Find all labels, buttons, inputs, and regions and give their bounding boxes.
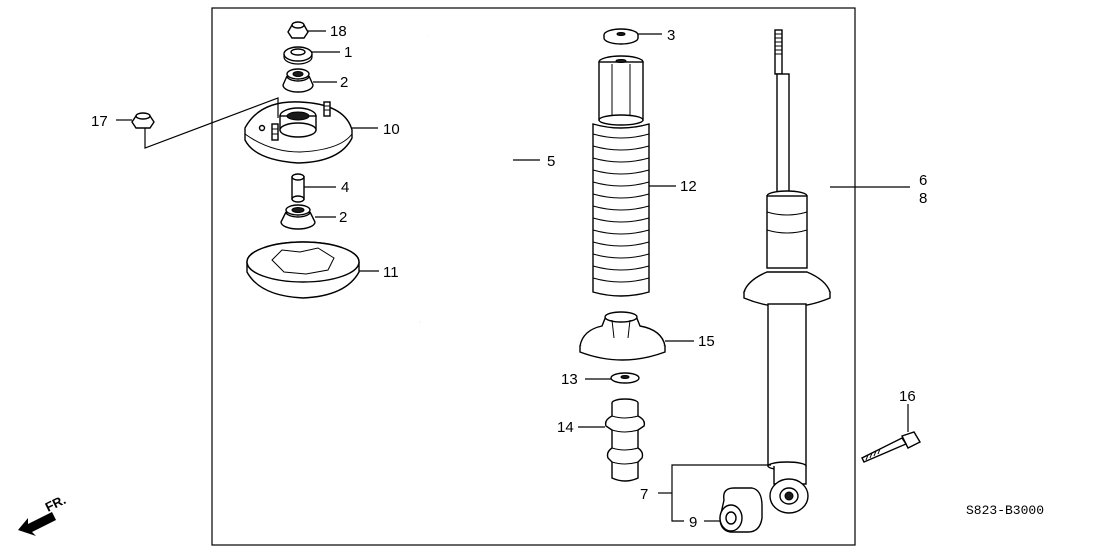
part-3-cap[interactable] [603, 28, 662, 45]
callout-8: 8 [919, 190, 927, 207]
callout-11: 11 [383, 264, 399, 281]
part-2-lower-bushing[interactable] [280, 204, 336, 230]
part-18-nut[interactable] [287, 21, 326, 39]
part-5-coil-spring[interactable] [417, 29, 540, 328]
part-4-collar[interactable] [291, 173, 336, 203]
part-13-washer[interactable] [585, 372, 640, 384]
part-16-bolt[interactable] [861, 404, 921, 463]
part-7-leader [658, 464, 771, 522]
part-14-bump-stop[interactable] [578, 398, 646, 482]
part-1-washer[interactable] [283, 46, 340, 65]
callout-16: 16 [899, 388, 916, 405]
callout-2-upper: 2 [340, 74, 348, 91]
callout-1: 1 [344, 44, 352, 61]
callout-7: 7 [640, 486, 648, 503]
callout-12: 12 [680, 178, 697, 195]
front-arrow-icon [18, 512, 56, 536]
callout-3: 3 [667, 27, 675, 44]
part-17-flange-nut[interactable] [116, 97, 279, 149]
callout-17: 17 [91, 113, 108, 130]
part-2-upper-bushing[interactable] [282, 68, 337, 93]
part-6-shock-absorber[interactable] [743, 29, 910, 514]
boot-bellows [592, 123, 650, 297]
part-10-mount-base[interactable] [244, 101, 378, 164]
callout-6: 6 [919, 172, 927, 189]
callout-13: 13 [561, 371, 578, 388]
callout-15: 15 [698, 333, 715, 350]
part-12-dust-boot[interactable] [592, 55, 676, 297]
callout-2-lower: 2 [339, 209, 347, 226]
callout-5: 5 [547, 153, 555, 170]
callout-14: 14 [557, 419, 574, 436]
diagram-code: S823-B3000 [966, 503, 1044, 518]
part-11-spring-seat[interactable] [246, 241, 379, 299]
part-15-lower-seat[interactable] [579, 311, 694, 361]
callout-18: 18 [330, 23, 347, 40]
diagram-frame [211, 7, 856, 546]
callout-4: 4 [341, 179, 349, 196]
callout-10: 10 [383, 121, 400, 138]
callout-9: 9 [689, 514, 697, 531]
front-arrow-label: FR. [43, 492, 68, 515]
part-9-bushing[interactable] [704, 487, 763, 533]
